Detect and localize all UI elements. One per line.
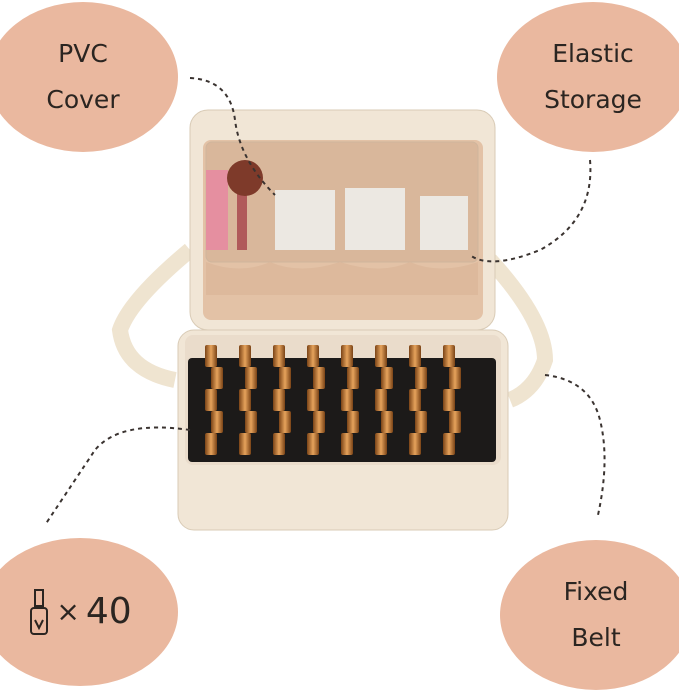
elastic-storage-callout: Elastic Storage: [497, 2, 679, 152]
bottle-count-callout: × 40: [0, 538, 178, 686]
bottle-cap: [239, 433, 251, 455]
bottle-cap: [347, 367, 359, 389]
bottle-cap: [279, 367, 291, 389]
bottle-cap: [347, 411, 359, 433]
bottle-cap: [443, 389, 455, 411]
count-connector: [44, 426, 191, 526]
bottle-cap: [381, 411, 393, 433]
nail-polish-bottle-icon: [30, 589, 49, 635]
bottle-cap: [375, 433, 387, 455]
times-symbol: ×: [56, 595, 80, 628]
belt-line2: Belt: [571, 623, 621, 652]
bottle-cap: [239, 345, 251, 367]
bottle-cap: [307, 389, 319, 411]
bottle-cap: [313, 367, 325, 389]
bottle-cap: [245, 367, 257, 389]
pvc-line1: PVC: [58, 39, 108, 68]
pvc-cover-callout: PVC Cover: [0, 2, 178, 152]
bottle-cap: [307, 345, 319, 367]
bottle-cap: [415, 367, 427, 389]
fixed-belt-callout: Fixed Belt: [500, 540, 679, 690]
bottle-cap: [341, 389, 353, 411]
bottle-cap: [279, 411, 291, 433]
bottle-cap: [375, 345, 387, 367]
bottle-cap: [409, 389, 421, 411]
bottle-cap: [341, 345, 353, 367]
bottle-cap: [211, 411, 223, 433]
bottle-cap: [239, 389, 251, 411]
belt-connector: [544, 374, 606, 516]
pvc-connector: [189, 77, 276, 196]
elastic-line2: Storage: [544, 85, 642, 114]
bottle-cap: [245, 411, 257, 433]
bottle-cap: [409, 345, 421, 367]
bottle-cap: [409, 433, 421, 455]
bottle-cap: [313, 411, 325, 433]
bottle-cap: [341, 433, 353, 455]
bottle-cap: [443, 433, 455, 455]
bottle-cap: [205, 345, 217, 367]
bottle-cap: [415, 411, 427, 433]
bottle-cap: [449, 367, 461, 389]
bottle-cap: [273, 345, 285, 367]
bottle-cap: [211, 367, 223, 389]
count-value: 40: [85, 591, 132, 632]
bottle-cap: [449, 411, 461, 433]
bottle-cap: [375, 389, 387, 411]
elastic-connector: [469, 159, 592, 263]
bottle-cap: [273, 389, 285, 411]
elastic-line1: Elastic: [552, 39, 634, 68]
bottle-cap: [381, 367, 393, 389]
bottle-cap: [307, 433, 319, 455]
shoulder-strap: [111, 243, 196, 388]
bottle-cap: [205, 433, 217, 455]
bottle-cap: [205, 389, 217, 411]
elastic-pocket: [206, 262, 478, 295]
bottle-cap: [443, 345, 455, 367]
pvc-line2: Cover: [46, 85, 120, 114]
bottle-cap: [273, 433, 285, 455]
belt-line1: Fixed: [563, 577, 629, 606]
